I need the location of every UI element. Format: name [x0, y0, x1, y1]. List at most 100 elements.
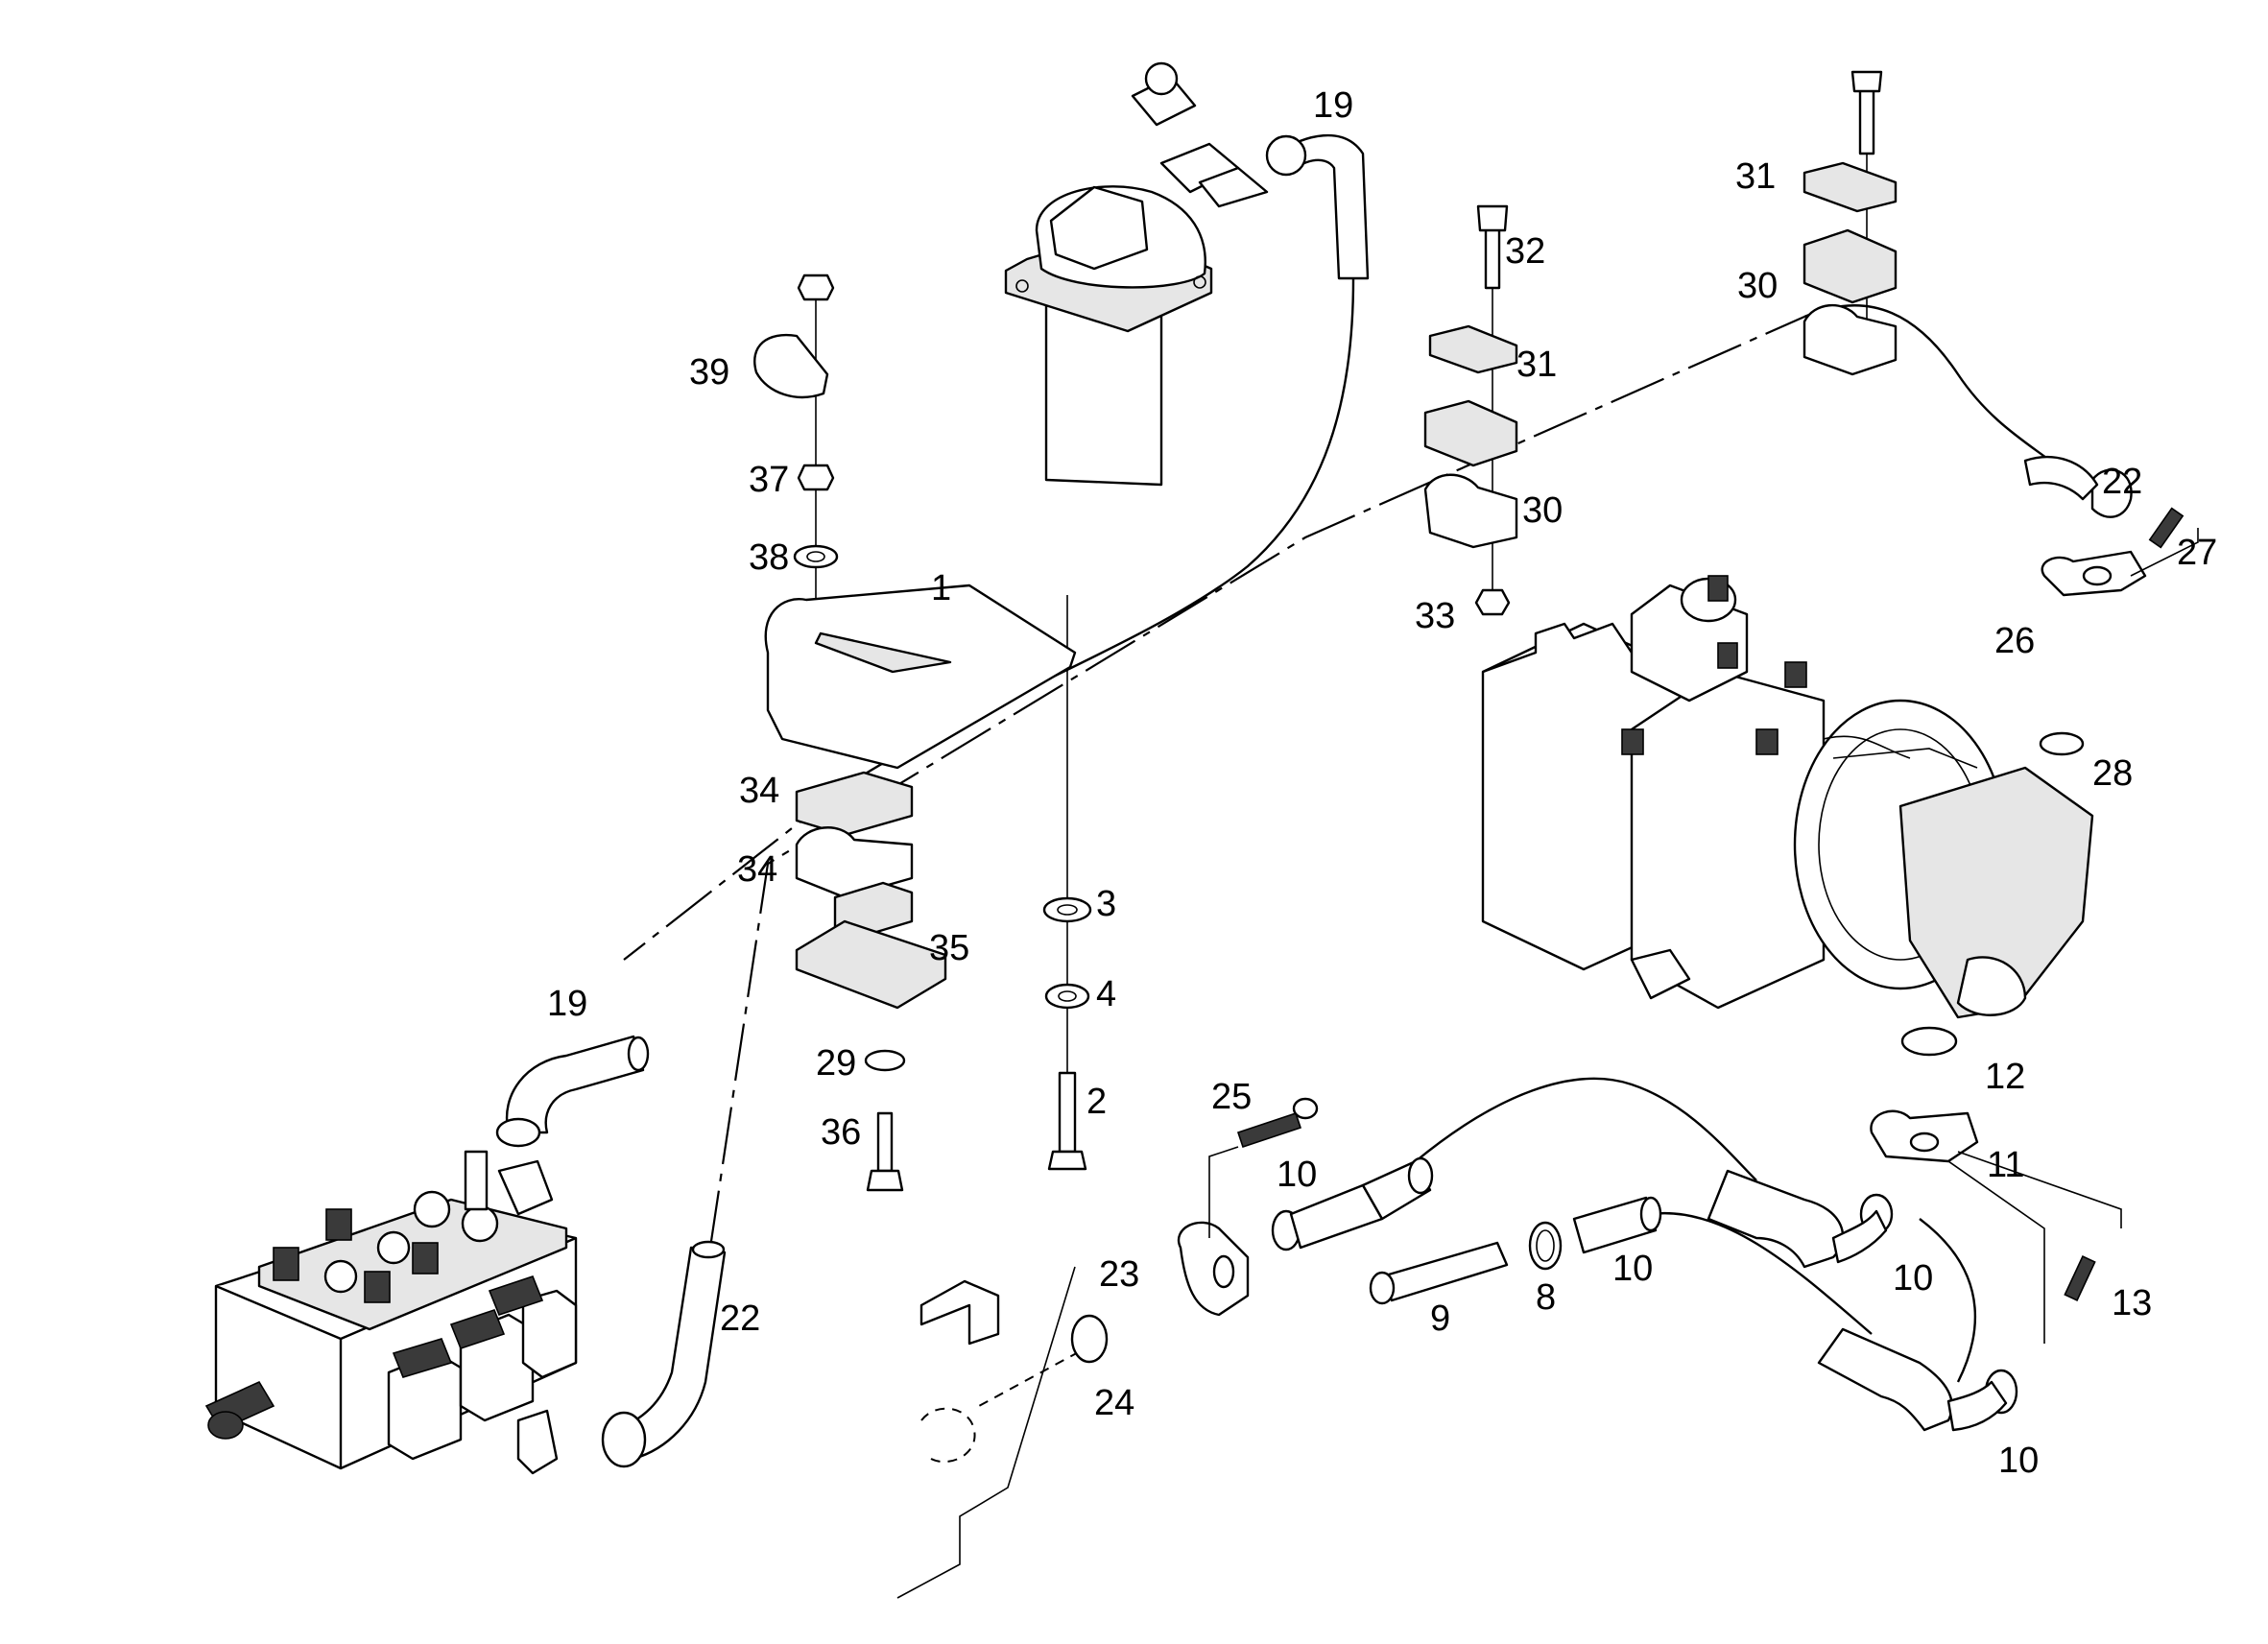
callout-4: 4 — [1096, 974, 1116, 1014]
hose-10-lower-route — [1650, 1211, 1873, 1335]
pump-fitting-e — [1621, 728, 1644, 755]
valve-fitting-c — [412, 1242, 439, 1275]
bolt-25 — [1236, 1111, 1302, 1149]
pump-suction-flange — [1870, 1026, 2122, 1344]
callout-22-pump: 22 — [2102, 462, 2142, 502]
hose-10-return-route — [1919, 1218, 1977, 1383]
callout-11: 11 — [1987, 1145, 2024, 1185]
pump-fitting-d — [1755, 728, 1779, 755]
clamp-stack-center — [1423, 204, 1518, 616]
control-valve-block — [204, 1035, 727, 1475]
clamp-30-lower — [1423, 473, 1518, 549]
hose-10-lower-bend — [1817, 1327, 1953, 1432]
bracket-slot — [814, 631, 952, 674]
callout-38: 38 — [749, 537, 789, 578]
bracket-plate — [764, 584, 1077, 770]
bolt-36 — [876, 1111, 894, 1173]
callout-39: 39 — [689, 352, 729, 393]
tank-frame-fragment — [896, 1266, 1076, 1599]
pump-elbow — [1630, 948, 1691, 1000]
bolt-13 — [2064, 1255, 2096, 1301]
washer-3 — [1042, 896, 1092, 923]
clamp-stack-right — [1802, 70, 1898, 376]
plate-31-center — [1428, 324, 1518, 374]
bolt-27 — [2148, 507, 2184, 549]
callout-33: 33 — [1415, 596, 1455, 636]
hydraulic-filter — [1004, 61, 1370, 487]
valve-section-c — [521, 1289, 578, 1379]
hose-10-upper-route — [1415, 1077, 1757, 1181]
callout-34-top: 34 — [739, 771, 779, 811]
mounting-angle — [919, 1279, 1000, 1346]
bracket-assembly — [753, 274, 1092, 1192]
callout-3: 3 — [1096, 884, 1116, 924]
callout-30-right: 30 — [1737, 266, 1778, 306]
suction-hose-assembly — [1070, 1097, 2018, 1432]
callout-19-valve: 19 — [547, 984, 587, 1024]
plate-35 — [795, 919, 947, 1010]
pump-suction-port — [1956, 956, 2027, 1016]
nut-top — [797, 274, 835, 301]
pipe-9 — [1380, 1241, 1509, 1302]
callout-23: 23 — [1099, 1254, 1139, 1295]
filter-cap — [1049, 185, 1149, 271]
seal-24 — [1070, 1314, 1109, 1364]
hose-10-upper-bend — [1707, 1169, 1845, 1269]
valve-relief-stem — [464, 1150, 489, 1211]
callout-10-straight: 10 — [1612, 1249, 1653, 1289]
nut-37 — [797, 464, 835, 491]
valve-inlet-fitting — [497, 1159, 554, 1216]
callout-22-valve: 22 — [720, 1299, 760, 1339]
clamp-34-bottom — [795, 826, 914, 899]
pump-fitting-c — [1784, 661, 1807, 688]
pump-fitting-b — [1717, 642, 1738, 669]
callout-24: 24 — [1094, 1383, 1134, 1423]
seal-28 — [2039, 731, 2085, 756]
callout-32: 32 — [1505, 231, 1545, 272]
valve-plug-a — [413, 1190, 451, 1228]
hose-22-center-line — [708, 315, 1805, 1249]
hose-22-lower-nut — [601, 1411, 647, 1468]
callout-10-flange: 10 — [1277, 1155, 1317, 1195]
washer-38 — [793, 544, 839, 569]
valve-plug-b — [461, 1204, 499, 1243]
callout-31-right: 31 — [1735, 156, 1776, 197]
pump-pressure-flange — [2023, 456, 2199, 756]
callout-25: 25 — [1211, 1077, 1252, 1117]
washer-4 — [1044, 983, 1090, 1010]
callout-2: 2 — [1086, 1082, 1107, 1122]
callout-26: 26 — [1994, 621, 2035, 661]
callout-37: 37 — [749, 460, 789, 500]
hose-22-upper-end — [2090, 468, 2133, 518]
nut-33 — [1474, 588, 1511, 616]
valve-fitting-a — [325, 1208, 352, 1241]
callout-19-filter: 19 — [1313, 85, 1353, 126]
hose-clamp-8 — [1528, 1221, 1563, 1271]
clamp-34-top — [795, 771, 914, 837]
hydraulic-pump — [1481, 575, 2094, 1019]
callout-10-lower-bend: 10 — [1998, 1441, 2039, 1481]
clamp-30-upper-right — [1802, 228, 1898, 304]
part-callouts: 1 2 3 4 8 9 10 10 10 10 11 12 13 19 19 2… — [547, 85, 2217, 1481]
callout-36: 36 — [821, 1112, 861, 1153]
hose-19-lower-bend — [505, 1035, 645, 1134]
callout-34-bottom: 34 — [737, 849, 777, 890]
tank-connection-line — [978, 1343, 1095, 1407]
callout-28: 28 — [2092, 753, 2133, 794]
callout-29: 29 — [816, 1043, 856, 1084]
callout-31-center: 31 — [1516, 345, 1557, 385]
callout-9: 9 — [1430, 1299, 1450, 1339]
valve-fitting-b — [273, 1247, 299, 1281]
pump-fitting-a — [1707, 575, 1729, 602]
seal-12 — [1900, 1026, 1958, 1057]
hose-22-upper-route — [1803, 304, 2074, 481]
washer-29 — [864, 1049, 906, 1072]
filter-plug-nut — [1144, 61, 1179, 96]
hose-19-lower-nut — [495, 1117, 541, 1148]
valve-lower-fitting — [516, 1409, 559, 1475]
callout-10-upper-bend: 10 — [1893, 1258, 1933, 1299]
hose-19-upper-nut — [1265, 134, 1307, 177]
plate-31-right — [1802, 161, 1898, 213]
hose-22-lower-bend — [612, 1246, 727, 1461]
